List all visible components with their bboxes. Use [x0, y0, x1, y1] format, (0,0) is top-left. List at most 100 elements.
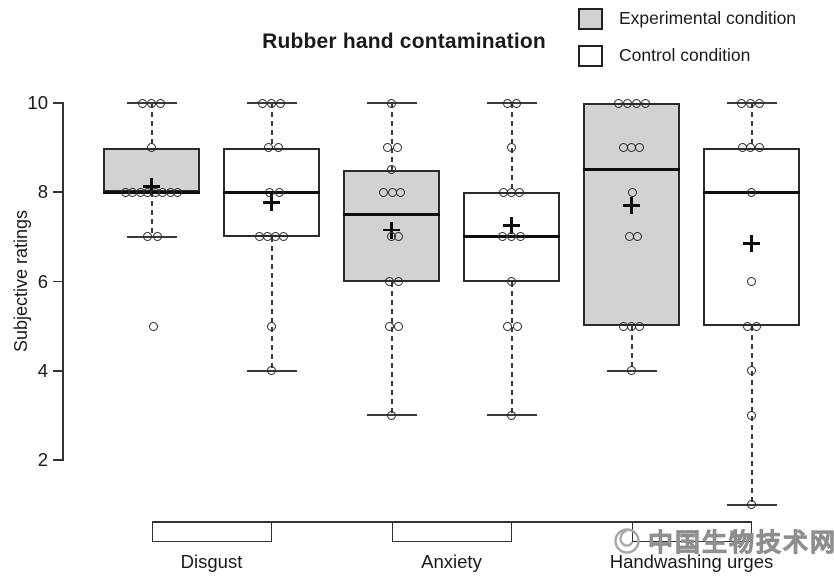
data-point-circle	[515, 187, 524, 197]
data-point-circle	[507, 232, 516, 242]
y-axis-tick	[53, 369, 62, 372]
data-point-circle	[147, 98, 156, 108]
data-point-circle	[635, 321, 644, 331]
upper-whisker	[150, 103, 153, 148]
box-experimental	[583, 103, 680, 327]
data-point-circle	[628, 187, 637, 197]
legend-item-control: Control condition	[578, 43, 796, 68]
data-point-circle	[623, 98, 632, 108]
data-point-circle	[498, 232, 507, 242]
y-tick-label: 6	[37, 270, 48, 292]
legend-item-experimental: Experimental condition	[578, 6, 796, 31]
data-point-circle	[614, 98, 623, 108]
data-point-circle	[632, 98, 641, 108]
data-point-circle	[641, 98, 650, 108]
data-point-circle	[394, 232, 403, 242]
lower-whisker	[510, 281, 513, 416]
data-point-circle	[503, 98, 512, 108]
swirl-logo-icon	[614, 528, 640, 554]
watermark-text: 中国生物技术网	[648, 529, 834, 558]
data-point-circle	[138, 98, 147, 108]
data-point-circle	[143, 232, 152, 242]
data-point-circle	[147, 143, 156, 153]
chart-title: Rubber hand contamination	[262, 30, 546, 53]
data-point-circle	[512, 98, 521, 108]
data-point-circle	[387, 410, 396, 420]
median-line	[583, 168, 680, 172]
upper-whisker	[750, 103, 753, 148]
group-bracket	[391, 523, 512, 542]
mean-cross	[150, 177, 153, 195]
data-point-circle	[743, 321, 752, 331]
data-point-circle	[747, 500, 756, 510]
data-point-circle	[746, 98, 755, 108]
data-point-circle	[153, 232, 162, 242]
control-condition-swatch	[578, 44, 603, 67]
lower-whisker	[390, 281, 393, 416]
data-point-circle	[513, 321, 522, 331]
x-axis-line	[151, 521, 752, 523]
data-point-circle	[275, 187, 284, 197]
data-point-circle	[396, 187, 405, 197]
data-point-circle	[507, 410, 516, 420]
data-point-circle	[267, 98, 276, 108]
legend: Experimental condition Control condition	[578, 6, 796, 80]
y-tick-label: 10	[27, 92, 48, 113]
data-point-circle	[747, 277, 756, 286]
data-point-circle	[507, 277, 516, 286]
data-point-circle	[394, 321, 403, 331]
data-point-circle	[635, 143, 644, 153]
upper-whisker	[390, 103, 393, 170]
data-point-circle	[747, 187, 756, 197]
y-tick-label: 8	[37, 181, 48, 203]
y-axis-tick	[53, 459, 62, 461]
data-point-circle	[633, 232, 642, 242]
group-label: Handwashing urges	[609, 551, 774, 572]
data-point-circle	[516, 232, 525, 242]
data-point-circle	[507, 143, 516, 153]
data-point-circle	[394, 277, 403, 286]
data-point-circle	[755, 98, 764, 108]
y-axis-tick	[53, 191, 62, 194]
mean-cross	[630, 197, 633, 215]
y-tick-label: 2	[37, 449, 48, 470]
experimental-condition-swatch	[578, 7, 603, 30]
lower-whisker	[270, 236, 273, 371]
data-point-circle	[265, 187, 274, 197]
data-point-circle	[746, 143, 755, 153]
data-point-circle	[274, 143, 283, 153]
upper-whisker	[270, 103, 273, 148]
group-bracket	[151, 523, 272, 542]
data-point-circle	[149, 321, 158, 331]
median-line	[343, 213, 440, 217]
data-point-circle	[276, 98, 285, 108]
data-point-circle	[385, 321, 394, 331]
mean-cross	[390, 221, 393, 239]
y-axis-tick	[53, 102, 62, 104]
data-point-circle	[747, 410, 756, 420]
mean-cross	[270, 194, 273, 211]
legend-label-experimental: Experimental condition	[619, 8, 797, 28]
y-axis-line	[62, 102, 64, 461]
y-axis-tick	[53, 280, 62, 283]
data-point-circle	[503, 321, 512, 331]
mean-cross	[510, 217, 513, 235]
data-point-circle	[379, 187, 388, 197]
group-bracket	[631, 523, 752, 542]
data-point-circle	[264, 143, 273, 153]
data-point-circle	[752, 321, 761, 331]
data-point-circle	[393, 143, 402, 153]
data-point-circle	[279, 232, 288, 242]
data-point-circle	[267, 321, 276, 331]
lower-whisker	[150, 192, 153, 237]
group-label: Anxiety	[421, 551, 482, 572]
legend-label-control: Control condition	[619, 45, 751, 65]
data-point-circle	[387, 165, 396, 175]
group-label: Disgust	[180, 551, 243, 572]
lower-whisker	[630, 326, 633, 371]
data-point-circle	[173, 187, 182, 197]
watermark: 中国生物技术网	[612, 523, 834, 559]
data-point-circle	[627, 366, 636, 376]
y-tick-label: 4	[37, 359, 48, 381]
